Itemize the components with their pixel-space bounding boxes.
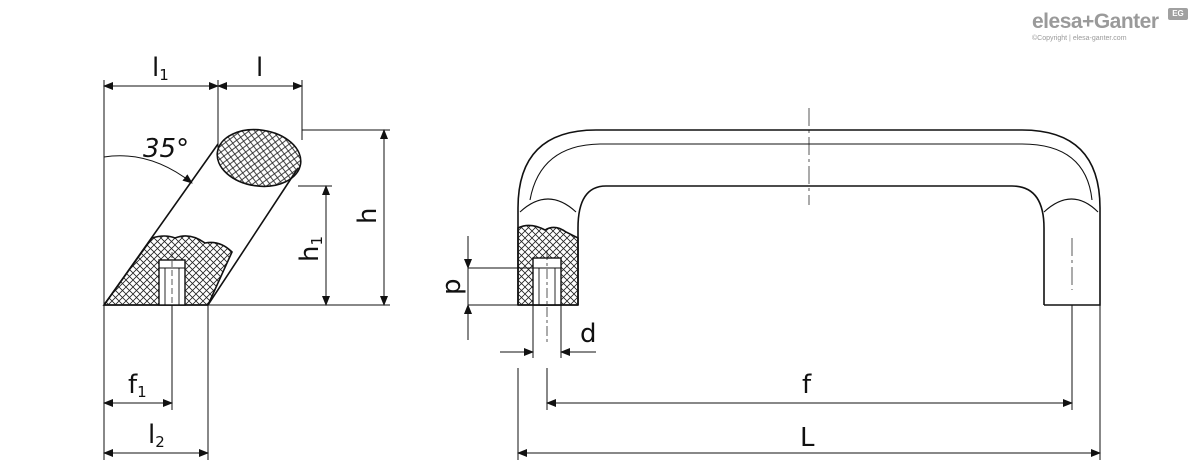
label-d: d — [580, 319, 597, 349]
label-l1: l1 — [152, 53, 169, 84]
label-h1: h1 — [295, 236, 326, 262]
dim-angle — [103, 155, 193, 184]
label-p: p — [437, 278, 467, 295]
label-angle: 35° — [143, 134, 189, 164]
front-view — [517, 108, 1101, 345]
grip-cross-section — [216, 128, 302, 188]
brand-badge-icon: EG — [1168, 8, 1188, 20]
brand-copyright: ©Copyright | elesa-ganter.com — [1032, 35, 1127, 42]
label-L: L — [800, 423, 815, 453]
label-f: f — [802, 370, 812, 400]
front-view-dimensions — [464, 236, 1101, 460]
label-l: l — [256, 53, 263, 83]
handle-outer-outline — [517, 129, 1101, 306]
side-view — [102, 128, 302, 310]
brand-logo: elesa+Ganter EG ©Copyright | elesa-gante… — [1030, 8, 1195, 48]
handle-inner-outline — [577, 185, 1045, 305]
label-h: h — [353, 208, 383, 224]
label-f1: f1 — [128, 370, 147, 401]
side-view-dimensions — [103, 80, 390, 460]
brand-name: elesa+Ganter — [1032, 10, 1159, 33]
label-l2: l2 — [148, 420, 165, 451]
